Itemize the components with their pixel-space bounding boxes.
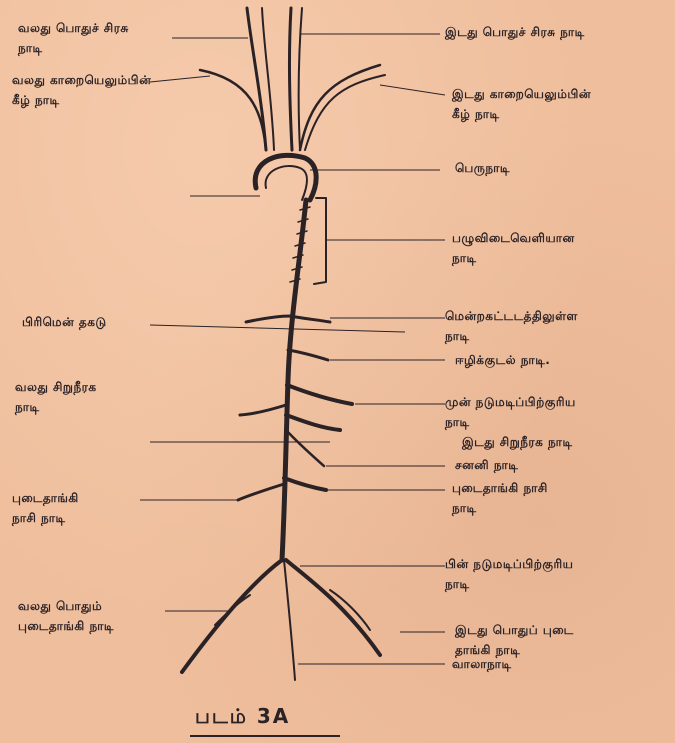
leader-right-subclavian [150, 76, 210, 82]
label-liver: ஈழிக்குடல் நாடி. [455, 350, 550, 370]
right-iliac-branch [238, 484, 284, 500]
right-renal-branch [240, 405, 286, 415]
left-common-carotid-vessel [289, 8, 292, 150]
label-aortic-arch: பெருநாடி [455, 158, 510, 178]
intercostal-bracket [314, 198, 326, 284]
leader-diaphragm [150, 325, 405, 332]
label-left-common-carotid: இடது பொதுச் சிரசு நாடி [445, 22, 585, 42]
right-common-iliac-vessel [182, 560, 282, 672]
figure-title: படம் 3A [195, 704, 290, 731]
label-caudal: வாலாநாடி [452, 654, 512, 674]
label-left-iliac: புடைதாங்கி நாசி நாடி [452, 478, 548, 518]
descending-aorta [282, 200, 306, 560]
label-right-iliac: புடைதாங்கி நாசி நாடி [12, 488, 79, 528]
leader-left-subclavian [380, 85, 445, 95]
label-diaphragm: பிரிமென் தகடு [22, 312, 107, 332]
label-right-common-carotid: வலது பொதுச் சிரசு நாடி [18, 18, 129, 58]
liver-branch [288, 350, 328, 360]
superior-mesenteric-branch [287, 385, 352, 404]
left-iliac-branch [284, 478, 326, 490]
label-superior-mesenteric: முன் நடுமடிப்பிற்குரிய நாடி [445, 392, 576, 432]
aortic-arch-inner [266, 166, 307, 200]
label-left-renal: இடது சிறுநீரக நாடி [462, 432, 573, 452]
label-gonadal: சனனி நாடி [455, 455, 518, 475]
label-intercostal: பழுவிடைவெளியான நாடி [452, 228, 575, 268]
diaphragm-branch [246, 316, 330, 322]
label-left-subclavian: இடது காறையெலும்பின் கீழ் நாடி [452, 84, 591, 124]
gonadal-branch [286, 430, 324, 466]
caudal-vessel [284, 560, 295, 680]
label-right-subclavian: வலது காறையெலும்பின் கீழ் நாடி [12, 70, 151, 110]
left-iliac-sub [330, 590, 370, 630]
left-subclavian-vessel-2 [305, 75, 385, 150]
left-subclavian-vessel [300, 65, 380, 150]
left-common-carotid-vessel-inner [299, 8, 302, 150]
label-inferior-mesenteric: பின் நடுமடிப்பிற்குரிய நாடி [445, 554, 573, 594]
label-right-renal: வலது சிறுநீரக நாடி [15, 377, 97, 417]
label-coeliac: மென்றகட்டடத்திலுள்ள நாடி [445, 306, 578, 346]
left-renal-branch [286, 415, 340, 430]
label-right-common-iliac: வலது பொதும் புடைதாங்கி நாடி [18, 596, 114, 636]
figure-title-underline [190, 735, 340, 737]
right-subclavian-vessel [200, 70, 266, 150]
left-common-iliac-vessel [286, 560, 380, 655]
